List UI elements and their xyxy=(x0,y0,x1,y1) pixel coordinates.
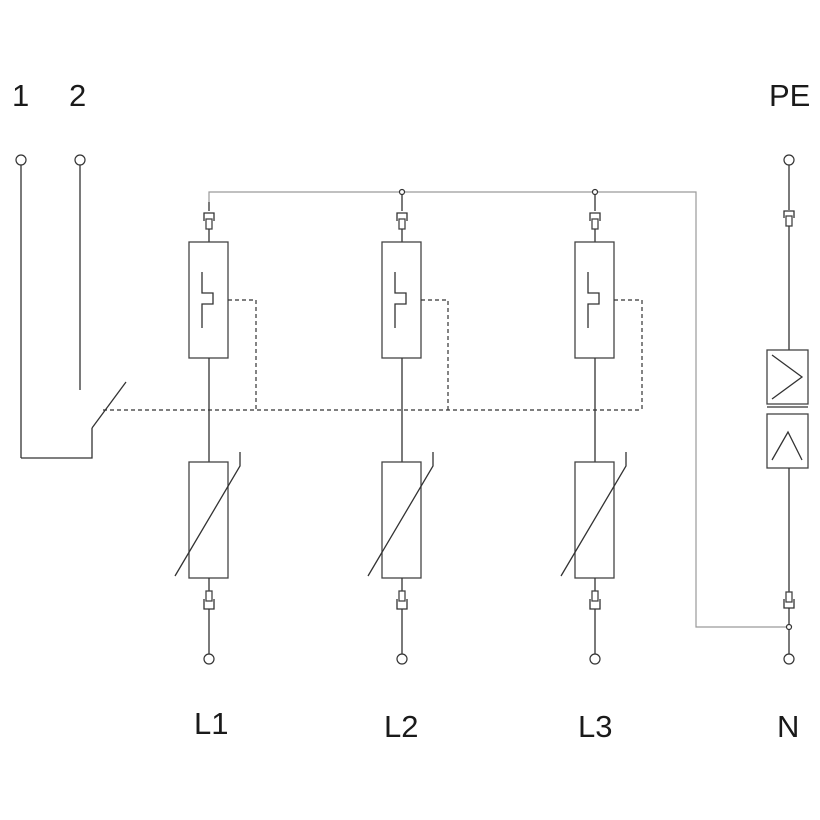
auxiliary-contact xyxy=(15,154,642,459)
terminal-n-connector xyxy=(783,653,795,665)
phase-l2-module xyxy=(367,188,449,665)
l3-thermal-disconnector xyxy=(574,241,615,359)
switch-blade xyxy=(91,381,127,429)
top-bus-wire xyxy=(208,191,789,628)
phase-l1-module xyxy=(174,202,257,665)
terminal-label-1: 1 xyxy=(12,78,30,113)
terminal-label-n: N xyxy=(777,709,800,744)
terminal-label-l1: L1 xyxy=(194,706,229,741)
terminal-2-connector xyxy=(74,154,86,166)
terminal-label-l2: L2 xyxy=(384,709,419,744)
pe-n-spark-gap xyxy=(766,154,809,665)
terminal-pe-connector xyxy=(783,154,795,166)
terminal-1-connector xyxy=(15,154,27,166)
terminal-label-l3: L3 xyxy=(578,709,613,744)
l2-thermal-disconnector xyxy=(381,241,422,359)
terminal-label-pe: PE xyxy=(769,78,811,113)
terminal-l3-connector xyxy=(589,653,601,665)
terminal-label-2: 2 xyxy=(69,78,87,113)
phase-l3-module xyxy=(560,188,643,665)
terminal-l1-connector xyxy=(203,653,215,665)
l1-thermal-disconnector xyxy=(188,241,229,359)
terminal-l2-connector xyxy=(396,653,408,665)
